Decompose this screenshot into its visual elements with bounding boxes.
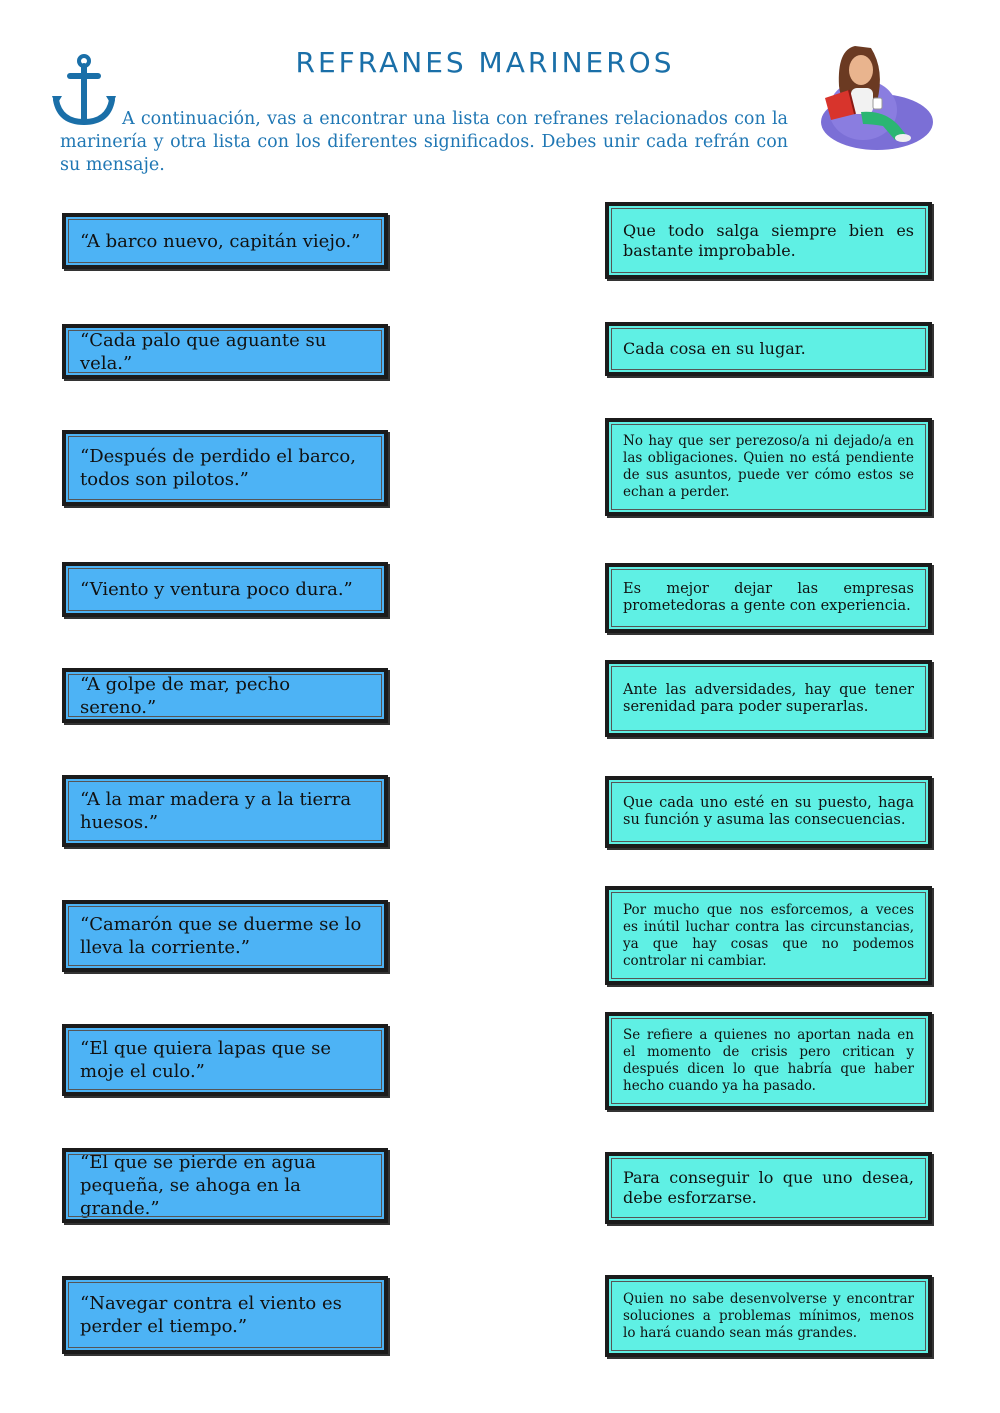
refran-card-2[interactable]: “Cada palo que aguante su vela.” bbox=[62, 324, 388, 379]
significado-card-2[interactable]: Cada cosa en su lugar. bbox=[605, 322, 932, 376]
refran-text: “A la mar madera y a la tierra huesos.” bbox=[80, 789, 352, 833]
significado-text: Por mucho que nos esforcemos, a veces es… bbox=[623, 901, 914, 969]
refran-text: “El que se pierde en agua pequeña, se ah… bbox=[80, 1152, 316, 1219]
significado-text: Se refiere a quienes no aportan nada en … bbox=[623, 1027, 914, 1094]
refran-card-1[interactable]: “A barco nuevo, capitán viejo.” bbox=[62, 213, 388, 269]
refran-card-8[interactable]: “El que quiera lapas que se moje el culo… bbox=[62, 1024, 388, 1096]
refran-text: “El que quiera lapas que se moje el culo… bbox=[80, 1038, 331, 1082]
refran-text: “Después de perdido el barco, todos son … bbox=[80, 446, 356, 490]
refran-text: “Camarón que se duerme se lo lleva la co… bbox=[80, 914, 362, 958]
refran-card-9[interactable]: “El que se pierde en agua pequeña, se ah… bbox=[62, 1148, 388, 1223]
refran-text: “A golpe de mar, pecho sereno.” bbox=[80, 673, 291, 718]
significado-text: Cada cosa en su lugar. bbox=[623, 339, 806, 358]
refran-text: “Viento y ventura poco dura.” bbox=[80, 579, 353, 600]
refran-text: “A barco nuevo, capitán viejo.” bbox=[80, 230, 361, 252]
intro-text: A continuación, vas a encontrar una list… bbox=[60, 109, 788, 175]
refran-card-5[interactable]: “A golpe de mar, pecho sereno.” bbox=[62, 668, 388, 723]
significado-text: Que todo salga siempre bien es bastante … bbox=[623, 220, 914, 260]
significado-text: Para conseguir lo que uno desea, debe es… bbox=[623, 1168, 914, 1207]
significado-card-8[interactable]: Se refiere a quienes no aportan nada en … bbox=[605, 1012, 932, 1110]
significado-text: Quien no sabe desenvolverse y encontrar … bbox=[623, 1290, 914, 1341]
page-title: REFRANES MARINEROS bbox=[295, 46, 675, 79]
significado-card-7[interactable]: Por mucho que nos esforcemos, a veces es… bbox=[605, 886, 932, 985]
refran-text: “Cada palo que aguante su vela.” bbox=[80, 329, 327, 374]
significado-card-6[interactable]: Que cada uno esté en su puesto, haga su … bbox=[605, 776, 932, 848]
significado-card-4[interactable]: Es mejor dejar las empresas prometedoras… bbox=[605, 563, 932, 633]
refran-text: “Navegar contra el viento es perder el t… bbox=[80, 1293, 342, 1337]
refran-card-6[interactable]: “A la mar madera y a la tierra huesos.” bbox=[62, 775, 388, 847]
significado-card-1[interactable]: Que todo salga siempre bien es bastante … bbox=[605, 202, 932, 279]
significado-card-5[interactable]: Ante las adversidades, hay que tener ser… bbox=[605, 660, 932, 737]
refran-card-4[interactable]: “Viento y ventura poco dura.” bbox=[62, 562, 388, 617]
significado-card-3[interactable]: No hay que ser perezoso/a ni dejado/a en… bbox=[605, 418, 932, 516]
significado-text: No hay que ser perezoso/a ni dejado/a en… bbox=[623, 433, 914, 500]
refran-card-3[interactable]: “Después de perdido el barco, todos son … bbox=[62, 430, 388, 506]
anchor-icon bbox=[52, 54, 116, 126]
significado-card-10[interactable]: Quien no sabe desenvolverse y encontrar … bbox=[605, 1275, 932, 1357]
significado-text: Que cada uno esté en su puesto, haga su … bbox=[623, 795, 914, 828]
reading-girl-avatar bbox=[821, 46, 933, 150]
significado-text: Ante las adversidades, hay que tener ser… bbox=[623, 681, 914, 715]
refran-card-10[interactable]: “Navegar contra el viento es perder el t… bbox=[62, 1276, 388, 1354]
significado-text: Es mejor dejar las empresas prometedoras… bbox=[623, 581, 914, 614]
refran-card-7[interactable]: “Camarón que se duerme se lo lleva la co… bbox=[62, 900, 388, 972]
significado-card-9[interactable]: Para conseguir lo que uno desea, debe es… bbox=[605, 1152, 932, 1224]
